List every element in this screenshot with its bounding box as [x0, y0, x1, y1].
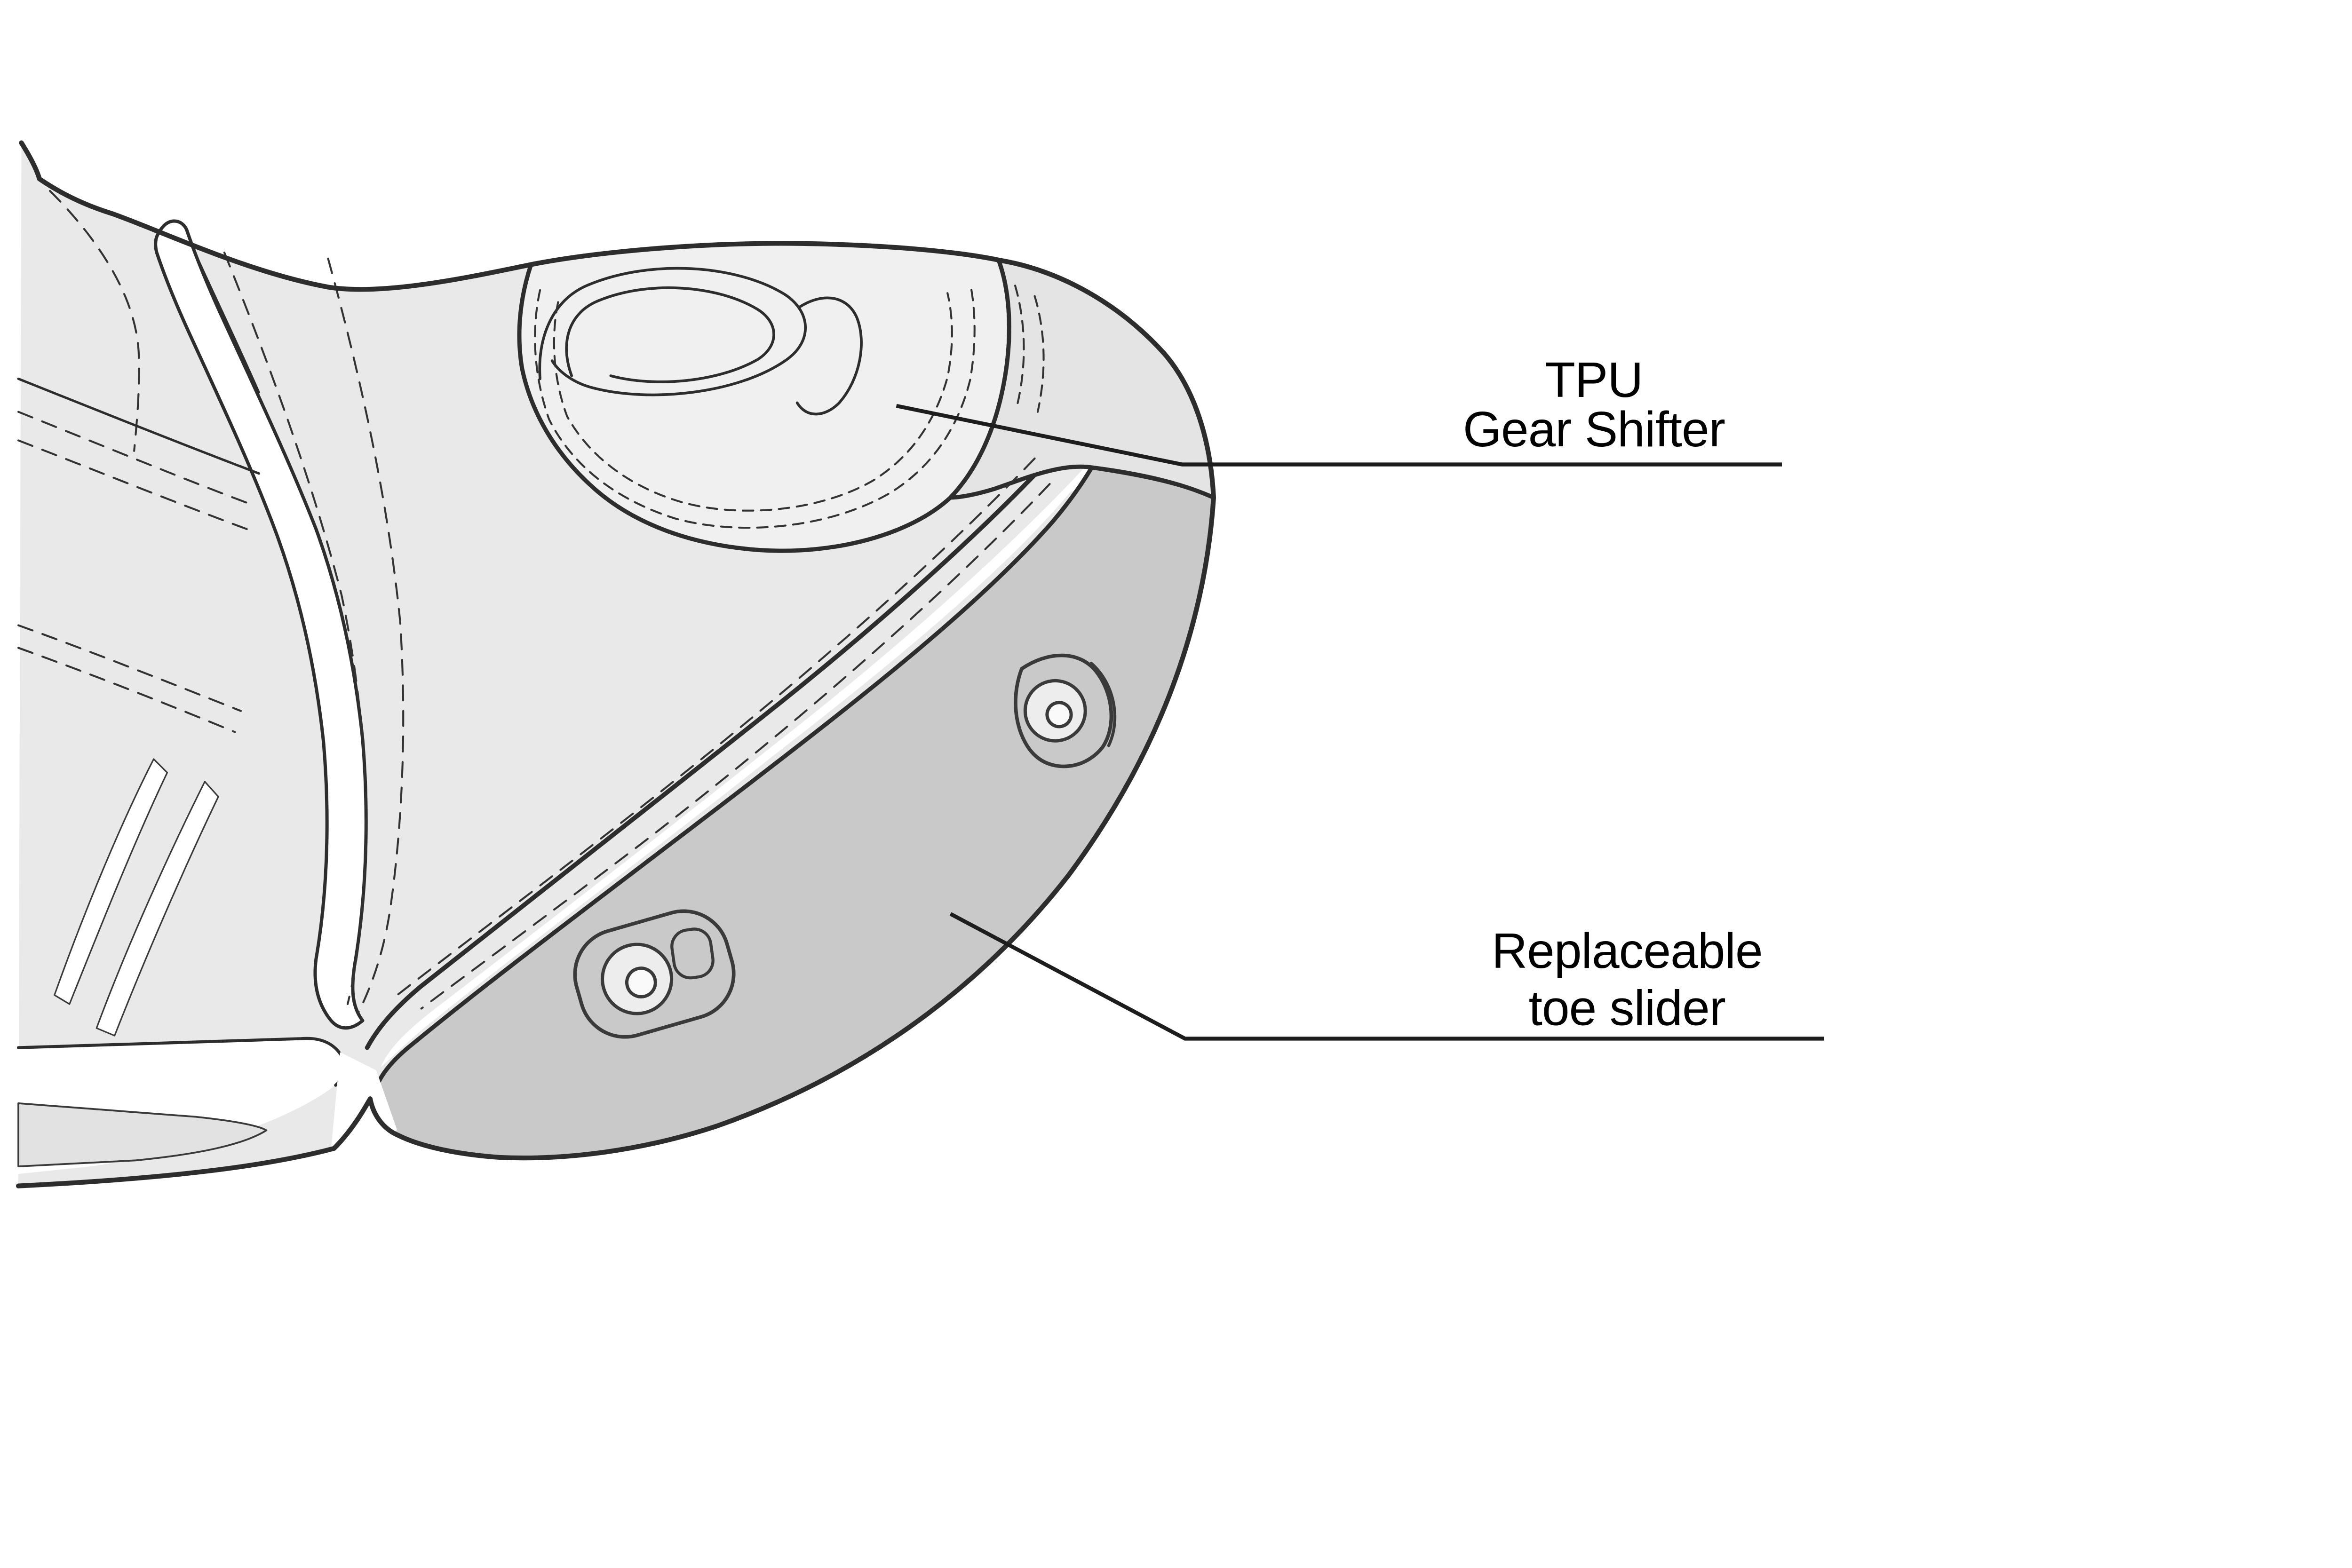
- label-toe-slider-line2: toe slider: [1529, 981, 1725, 1036]
- toe-slider-screw-front: [573, 909, 736, 1039]
- screw-hole: [625, 966, 657, 998]
- callouts: TPU Gear Shifter Replaceable toe slider: [896, 353, 1824, 1041]
- label-gear-shifter-line2: Gear Shifter: [1463, 402, 1725, 457]
- leader-line-gear-shifter: [896, 404, 1782, 467]
- screw-hole: [1045, 701, 1073, 729]
- gear-shifter-logo: [538, 267, 863, 416]
- shaft-slash-1: [54, 758, 168, 1005]
- diagram-canvas: TPU Gear Shifter Replaceable toe slider: [16, 140, 1824, 1188]
- label-toe-slider-line1: Replaceable: [1492, 924, 1763, 979]
- piping-echo-line: [193, 250, 260, 394]
- shaft-slash-2: [95, 781, 219, 1037]
- screw-tab-loop: [670, 927, 715, 980]
- stitching: [17, 190, 1051, 1014]
- screw-plate-outline: [573, 909, 736, 1039]
- toe-slider-screw-rear: [1014, 653, 1117, 768]
- label-gear-shifter-line1: TPU: [1545, 353, 1643, 408]
- callout-gear-shifter: TPU Gear Shifter: [896, 353, 1782, 467]
- screw-plate-outline: [1014, 653, 1113, 768]
- boot: [16, 140, 1216, 1188]
- sole-wedge: [17, 1102, 268, 1168]
- piping-band: [154, 219, 368, 1030]
- screw-plate-echo: [1089, 661, 1117, 747]
- toe-box-lower-outline: [365, 434, 1073, 1050]
- boot-toe-illustration: TPU Gear Shifter Replaceable toe slider: [16, 140, 1824, 1188]
- boot-silhouette-outline: [16, 140, 1216, 1188]
- callout-toe-slider: Replaceable toe slider: [949, 912, 1824, 1041]
- leader-line-toe-slider: [949, 912, 1824, 1041]
